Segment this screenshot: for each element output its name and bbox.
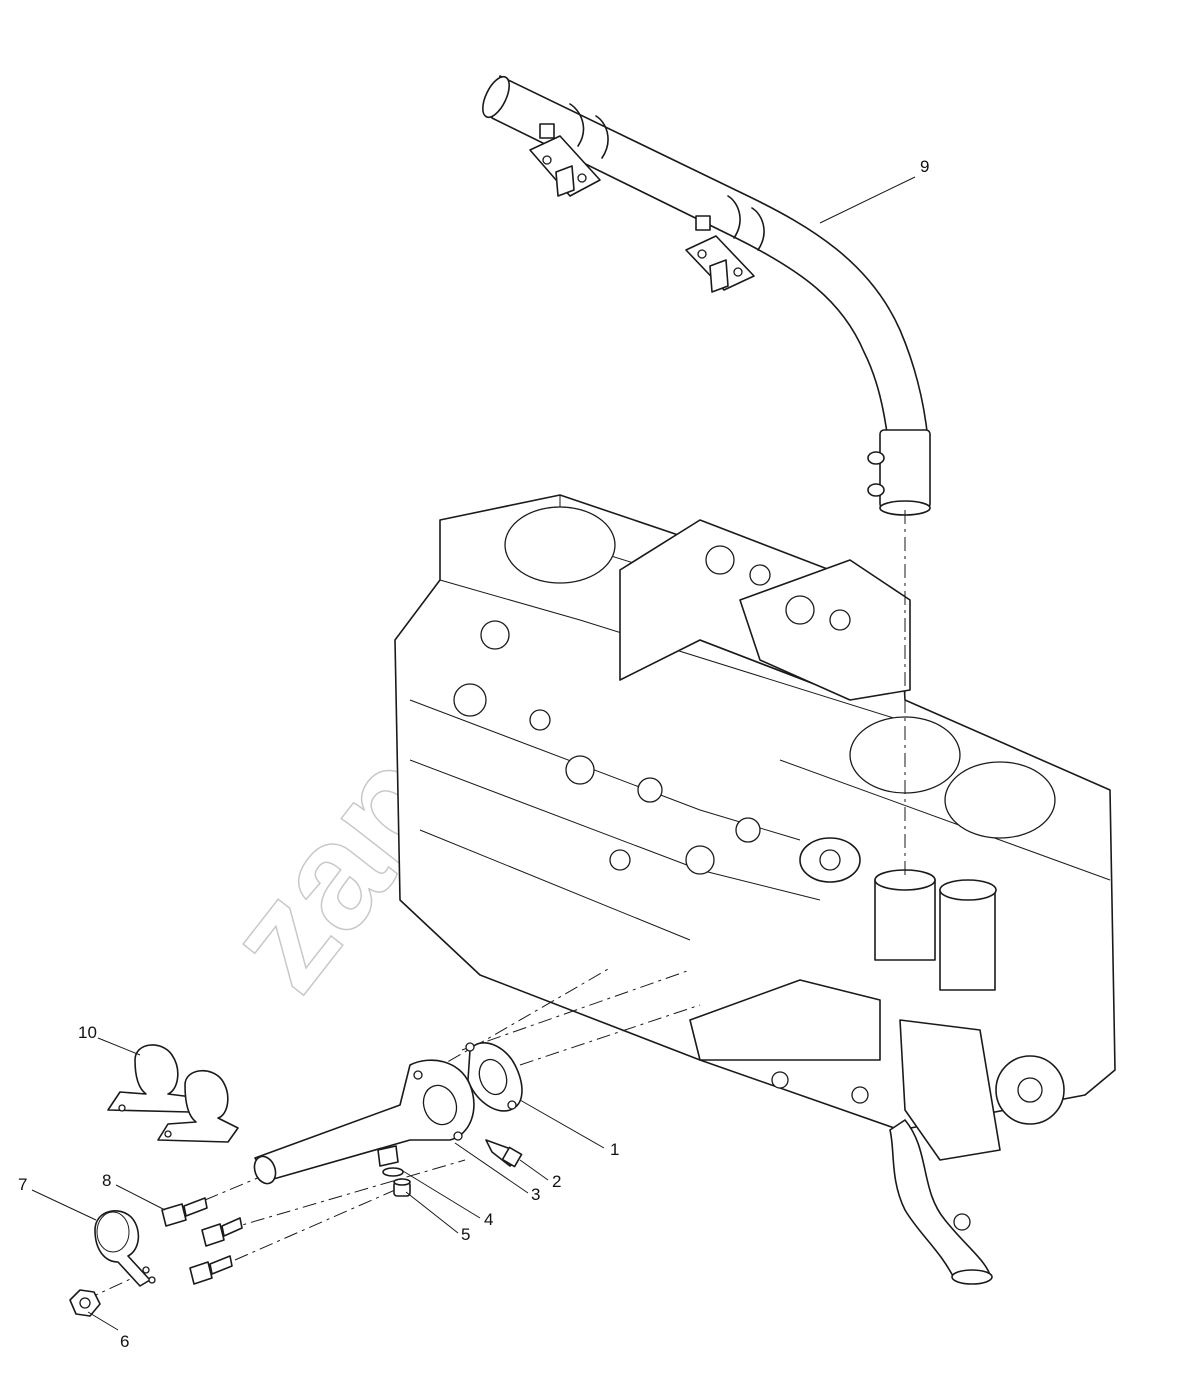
- washer-4: [382, 1167, 404, 1177]
- nut-6: [69, 1289, 101, 1317]
- leader-lines: [31, 176, 916, 1331]
- callout-8: 8: [102, 1171, 111, 1190]
- callout-1: 1: [610, 1140, 619, 1159]
- callout-3: 3: [531, 1185, 540, 1204]
- callout-7: 7: [18, 1175, 27, 1194]
- plug-5: [393, 1178, 411, 1197]
- callout-5: 5: [461, 1225, 470, 1244]
- sensor-2: [485, 1139, 523, 1168]
- bolts-8: [161, 1197, 243, 1285]
- clamps-10: [107, 1044, 239, 1143]
- inlet-pipe-3: [253, 1059, 475, 1185]
- engine-block: [394, 494, 1116, 1285]
- callouts: 1 2 3 4 5 6 7 8 9 10: [18, 157, 929, 1351]
- gasket-1: [465, 1041, 523, 1112]
- callout-10: 10: [78, 1023, 97, 1042]
- callout-4: 4: [484, 1210, 493, 1229]
- pipe-assembly-9: [482, 75, 931, 516]
- callout-2: 2: [552, 1172, 561, 1191]
- callout-9: 9: [920, 157, 929, 176]
- clamp-7: [94, 1210, 156, 1287]
- callout-6: 6: [120, 1332, 129, 1351]
